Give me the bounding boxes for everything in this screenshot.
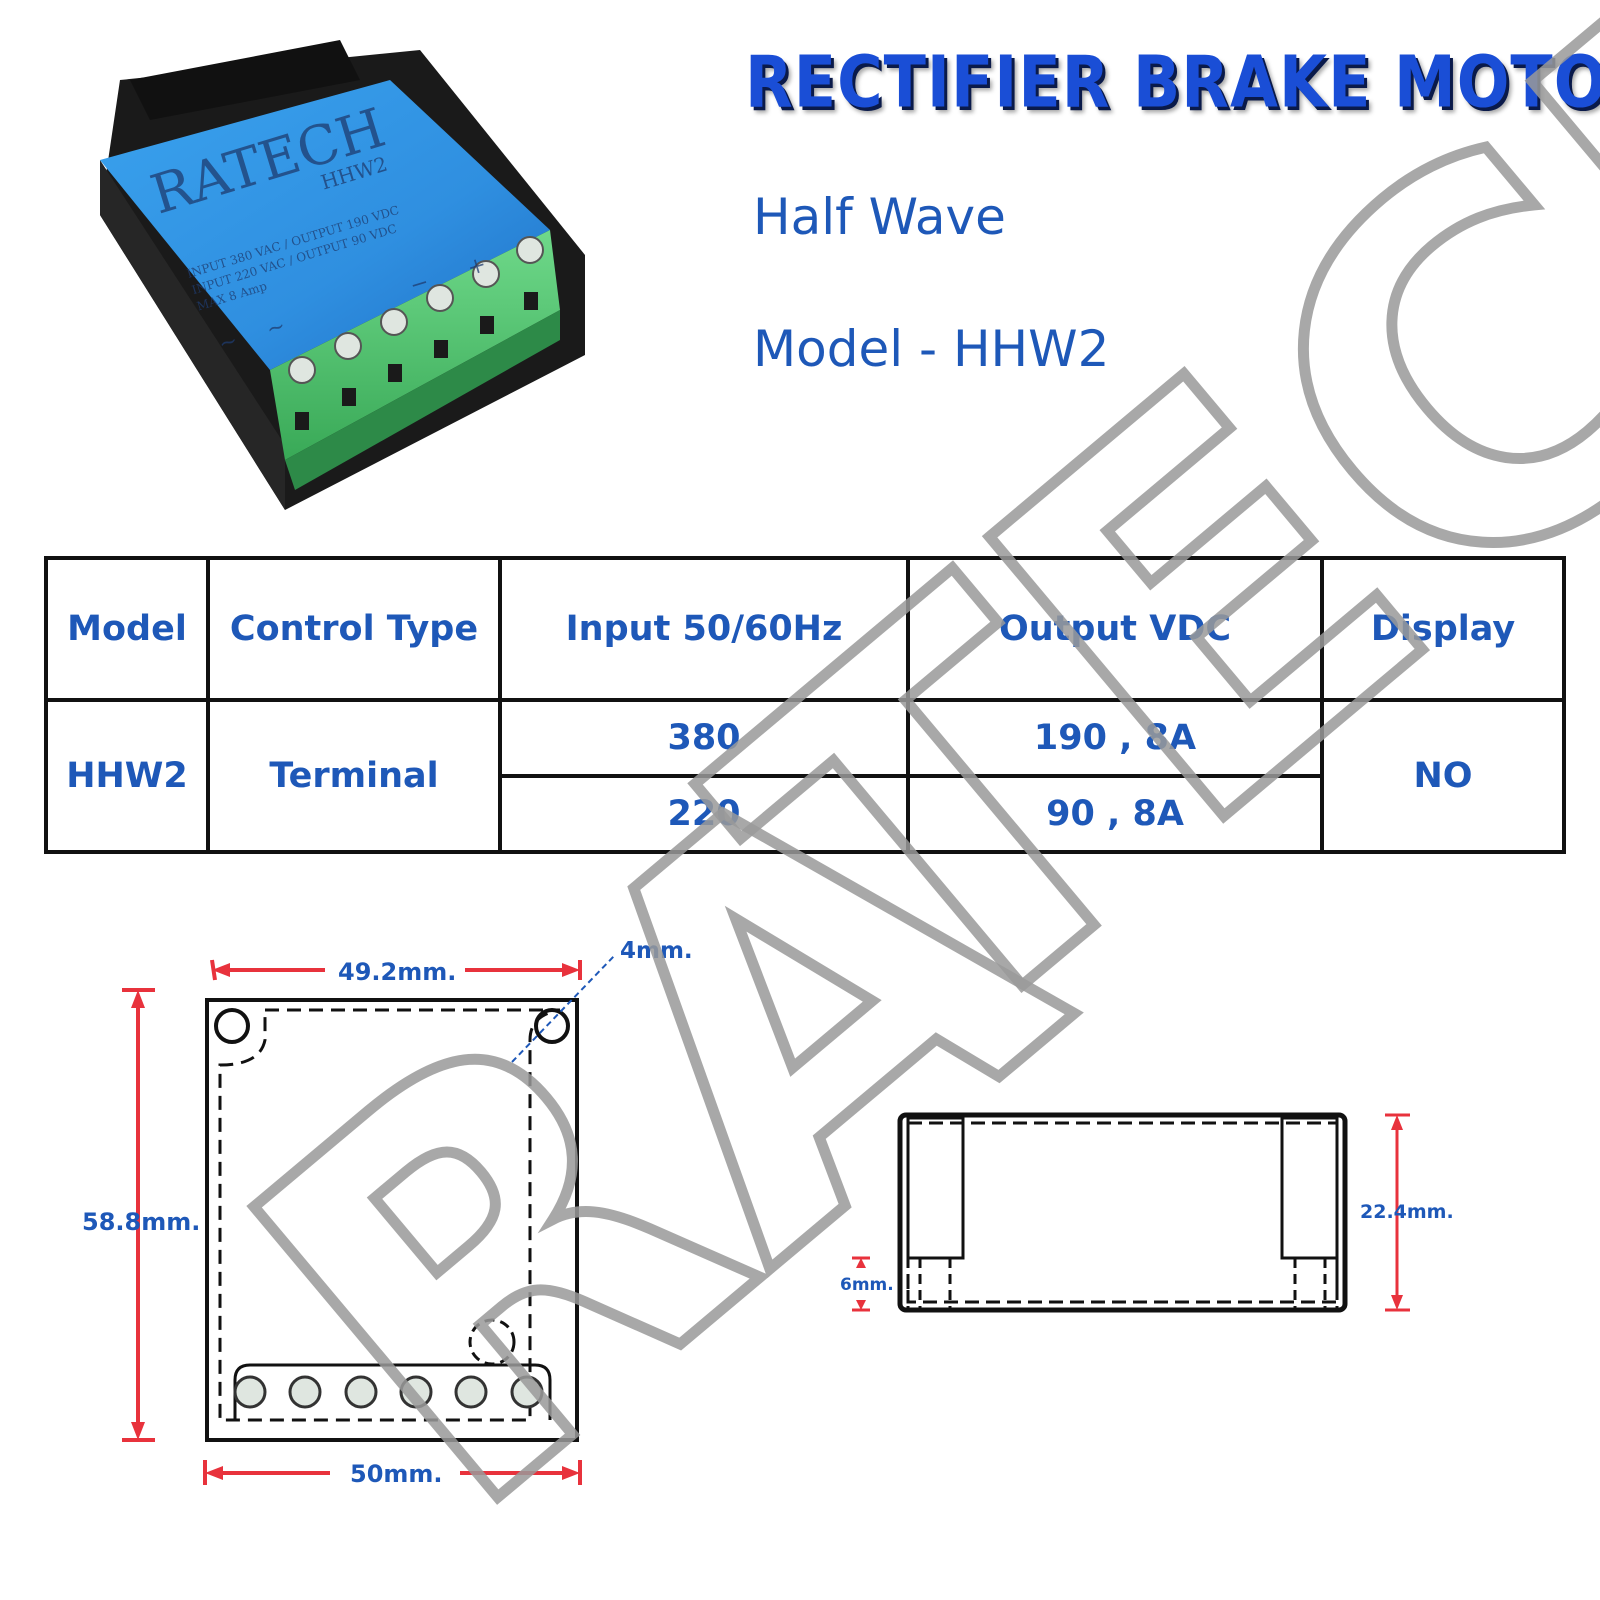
cell-output-90: 90 , 8A [906, 774, 1324, 854]
side-outline [897, 1112, 1348, 1313]
dim-hole: 4mm. [620, 940, 693, 964]
front-dimension-drawing: 49.2mm. 4mm. 58.8mm. 50mm. [82, 940, 693, 1488]
side-dimension-arrows [852, 1113, 1410, 1312]
header-display: Display [1320, 556, 1566, 702]
cell-control-type: Terminal [206, 698, 502, 854]
subtitle-half-wave: Half Wave [753, 188, 1006, 246]
page-title: RECTIFIER BRAKE MOTOR [745, 40, 1600, 124]
dim-bottom-width: 50mm. [350, 1460, 443, 1488]
cell-model: HHW2 [44, 698, 210, 854]
dim-height: 58.8mm. [82, 1208, 200, 1236]
hole-leader-line [511, 954, 616, 1063]
dim-top-width: 49.2mm. [338, 958, 456, 986]
table-row: 220 90 , 8A [46, 774, 1564, 854]
dimension-arrows [122, 959, 582, 1485]
dim-side-height: 22.4mm. [1360, 1201, 1454, 1223]
table-header-row: Model Control Type Input 50/60Hz Output … [44, 556, 1566, 702]
product-image: RATECH HHW2 INPUT 380 VAC / OUTPUT 190 V… [100, 40, 585, 510]
table-row: HHW2 Terminal 380 190 , 8A NO [44, 698, 1566, 854]
front-outline [205, 998, 579, 1442]
subtitle-model: Model - HHW2 [753, 320, 1110, 378]
front-terminal-screws [233, 1375, 544, 1409]
header-model: Model [44, 556, 210, 702]
cell-input-220: 220 [498, 774, 910, 854]
cell-input-380: 380 [498, 698, 910, 778]
terminal-screws [288, 236, 544, 430]
header-input: Input 50/60Hz [498, 556, 910, 702]
spec-table: Model Control Type Input 50/60Hz Output … [44, 556, 1566, 854]
dim-side-base: 6mm. [840, 1275, 894, 1295]
side-dimension-drawing: 22.4mm. 6mm. [840, 1112, 1454, 1313]
cell-output-190: 190 , 8A [906, 698, 1324, 778]
header-output: Output VDC [906, 556, 1324, 702]
header-control-type: Control Type [206, 556, 502, 702]
cell-display: NO [1320, 698, 1566, 854]
